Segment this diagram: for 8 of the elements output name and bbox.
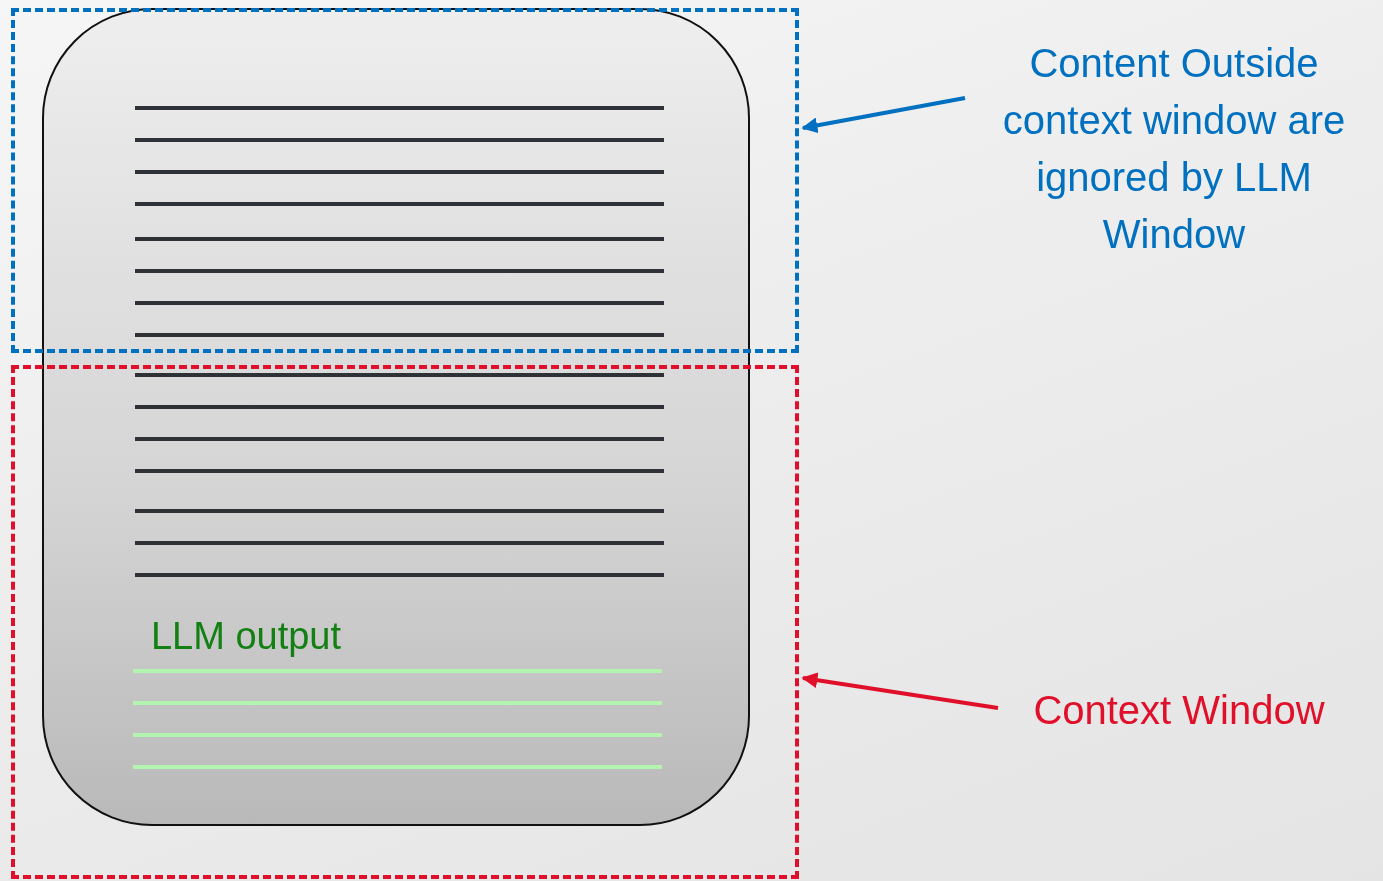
output-label: LLM output [147, 612, 345, 660]
callout-text: Context Window [998, 682, 1360, 738]
document-box [42, 8, 750, 826]
dashed-region [11, 365, 799, 879]
dashed-region [11, 8, 799, 353]
callout-text: Content Outside context window are ignored by LLM Window [965, 33, 1383, 265]
arrow [801, 96, 966, 134]
arrow [801, 672, 999, 710]
